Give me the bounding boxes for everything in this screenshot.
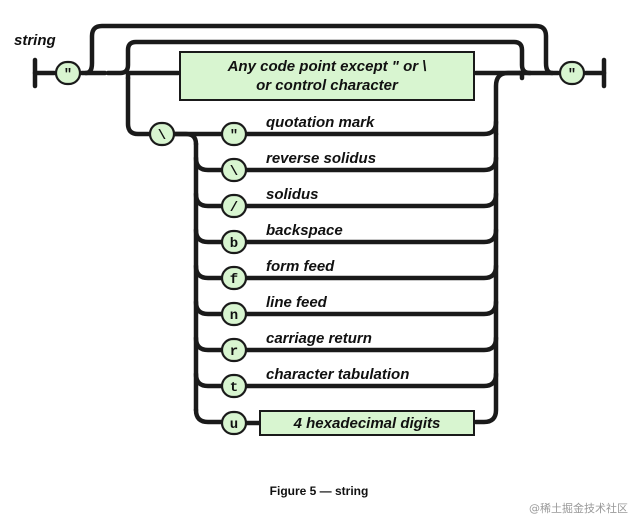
escape-label: carriage return: [266, 330, 372, 347]
hex-digits-label: 4 hexadecimal digits: [293, 415, 441, 432]
escape-label: character tabulation: [266, 366, 409, 383]
escape-branch-rail-exit: [243, 263, 499, 281]
escape-branch-rail-exit: [243, 155, 499, 173]
escape-branch-rail: [193, 155, 225, 173]
escape-terminal-8: t: [220, 373, 248, 399]
any-code-point-line1: Any code point except " or \: [227, 58, 427, 75]
escape-branch-rail: [193, 263, 225, 281]
escape-terminal-9: u: [220, 410, 248, 436]
escape-terminal-1: ": [220, 121, 248, 147]
escape-branch-rail: [193, 191, 225, 209]
escape-branch-rail: [193, 407, 225, 425]
closing-quote-terminal: ": [558, 60, 586, 86]
escape-terminal-5: f: [220, 265, 248, 291]
escape-branch-rail: [193, 335, 225, 353]
escape-label: line feed: [266, 294, 328, 311]
escape-label: form feed: [266, 258, 335, 275]
escape-label: solidus: [266, 186, 319, 203]
diagram-title: string: [14, 32, 56, 49]
any-code-point-line2: or control character: [256, 77, 399, 94]
escape-branch-rail-exit: [243, 191, 499, 209]
escape-label: backspace: [266, 222, 343, 239]
hex-digits-box: 4 hexadecimal digits: [259, 410, 475, 436]
escape-branch-rail-exit: [243, 299, 499, 317]
escape-terminal-4: b: [220, 229, 248, 255]
closing-quote-char: ": [568, 67, 576, 83]
escape-branch-rail: [193, 299, 225, 317]
escape-label: reverse solidus: [266, 150, 376, 167]
watermark: @稀土掘金技术社区: [529, 502, 628, 515]
escape-branch-rail: [193, 371, 225, 389]
escape-terminal-7: r: [220, 337, 248, 363]
opening-quote-terminal: ": [54, 60, 82, 86]
escape-branch-rail-exit: [243, 371, 499, 389]
escape-items: " quotation mark \ reverse solidus / solidus b…: [220, 114, 409, 436]
escape-char: \: [230, 164, 238, 180]
escape-char: ": [230, 128, 238, 144]
escape-branch-rails: [171, 119, 499, 426]
escape-char: n: [230, 308, 238, 324]
escape-branch-rail: [193, 227, 225, 245]
escape-char: /: [230, 200, 238, 216]
escape-char: r: [230, 344, 238, 360]
escape-branch-rail-exit: [243, 335, 499, 353]
escape-label: quotation mark: [266, 114, 375, 131]
escape-char: f: [230, 272, 238, 288]
escape-char: b: [230, 236, 238, 252]
escape-terminal-2: \: [220, 157, 248, 183]
backslash-char: \: [158, 128, 166, 144]
escape-char: t: [230, 380, 238, 396]
escape-terminal-6: n: [220, 301, 248, 327]
escape-terminal-3: /: [220, 193, 248, 219]
escape-branch-rail-exit: [243, 227, 499, 245]
escape-branch-rail-exit: [243, 119, 499, 137]
backslash-terminal: \: [148, 121, 176, 147]
any-code-point-box: Any code point except " or \ or control …: [179, 51, 475, 101]
figure-caption: Figure 5 — string: [269, 484, 369, 498]
opening-quote-char: ": [64, 67, 72, 83]
escape-char: u: [230, 417, 238, 433]
